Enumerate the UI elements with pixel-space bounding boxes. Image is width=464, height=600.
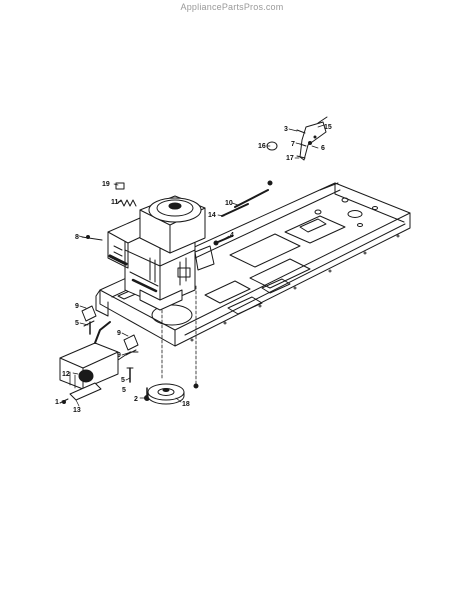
engine [107, 195, 215, 311]
callout-16: 12 [62, 371, 70, 378]
callout-11: 15 [324, 124, 332, 131]
leader-lines [61, 124, 325, 407]
throttle-bracket-assembly [296, 116, 328, 161]
part-9-clamp-left [81, 305, 97, 327]
callout-3: 3 [284, 126, 288, 133]
callout-12: 16 [258, 143, 266, 150]
part-16-muffler [59, 321, 139, 390]
callout-6: 6 [321, 145, 325, 152]
callout-5-upper: 5 [75, 320, 79, 327]
part-5-bolt-lower [126, 367, 134, 383]
part-14-rod [234, 180, 273, 208]
callout-1: 1 [55, 399, 59, 406]
callout-10: 14 [208, 212, 216, 219]
callout-19: 18 [182, 401, 190, 408]
part-18-plug [115, 182, 125, 190]
callout-labels: 3 15 7 6 17 16 19 11 10 14 8 4 9 5 9 9 5… [55, 124, 332, 414]
callout-13: 17 [286, 155, 294, 162]
part-8-bolt [81, 235, 103, 241]
callout-17: 13 [73, 407, 81, 414]
callout-9-upper: 9 [75, 303, 79, 310]
callout-2: 2 [134, 396, 138, 403]
callout-14: 10 [225, 200, 233, 207]
part-17-bracket [69, 382, 102, 401]
callout-18: 19 [102, 181, 110, 188]
callout-15: 11 [111, 199, 119, 206]
part-10-rod [221, 203, 249, 217]
part-19-pulley [147, 285, 199, 405]
callout-4: 4 [230, 232, 234, 239]
callout-5-right: 5 [122, 387, 126, 394]
callout-9-lower: 9 [117, 330, 121, 337]
part-9-clamp-right [123, 334, 139, 356]
callout-9-right: 9 [117, 352, 121, 359]
part-1-screw [59, 398, 69, 404]
watermark-text: AppliancePartsPros.com [180, 2, 284, 12]
part-4-fitting [213, 235, 233, 246]
callout-8: 8 [75, 234, 79, 241]
part-15-spring [117, 199, 137, 207]
callout-7: 7 [291, 141, 295, 148]
callout-5-middle: 5 [121, 377, 125, 384]
